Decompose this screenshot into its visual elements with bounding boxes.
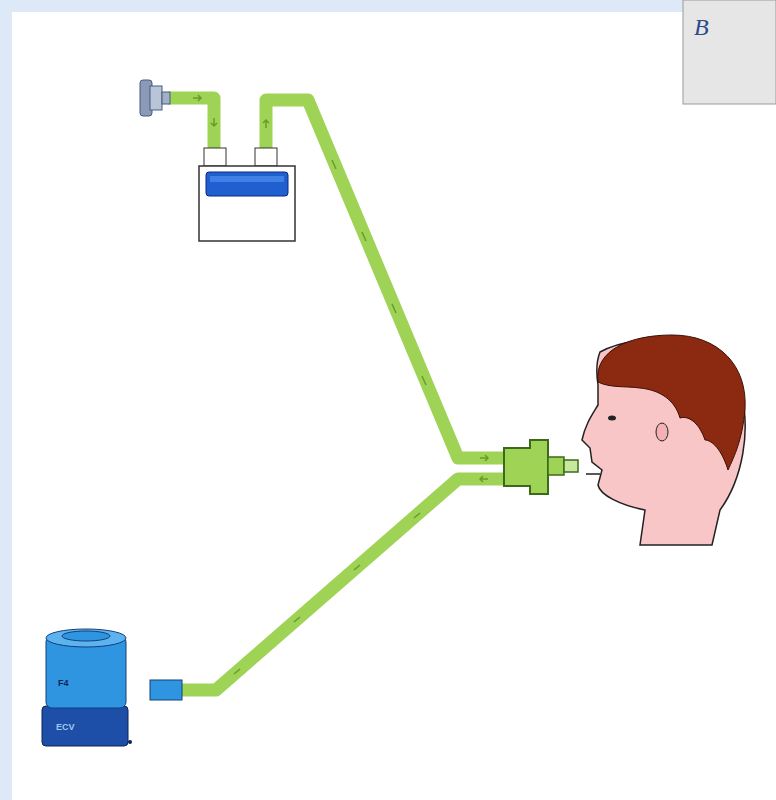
page-ground [12, 12, 776, 800]
device-label: F4 [58, 678, 69, 688]
y-piece [504, 440, 578, 494]
breathing-tubes [168, 98, 508, 690]
bacterial-filter [140, 80, 170, 116]
device-label: ECV [56, 722, 75, 732]
humidifier [199, 148, 295, 241]
flow-marks [193, 95, 488, 674]
ventilator-device [42, 629, 182, 746]
device-body: F4ECV [42, 636, 128, 746]
panel-letter: B [694, 14, 709, 41]
corner-panel [683, 0, 776, 104]
patient-head [582, 335, 745, 545]
